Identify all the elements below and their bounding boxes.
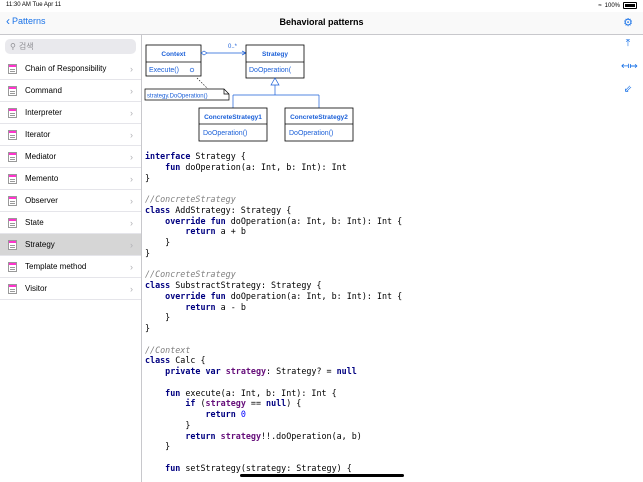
context-method: Execute()	[149, 67, 179, 74]
chevron-right-icon: ›	[130, 261, 133, 272]
sidebar-item-label: Interpreter	[25, 108, 62, 117]
right-toolbar: ⤒ ↤↦ ⇙	[621, 38, 638, 107]
uml-diagram: Context Execute() 0..* Strategy DoOperat…	[144, 44, 354, 142]
chevron-right-icon: ›	[130, 63, 133, 74]
chevron-right-icon: ›	[130, 283, 133, 294]
sidebar-item[interactable]: Command ›	[0, 80, 141, 102]
sidebar-item-label: Chain of Responsibility	[25, 64, 107, 73]
sidebar-item[interactable]: Template method ›	[0, 256, 141, 278]
navigation-bar: ‹ Patterns Behavioral patterns ⚙	[0, 12, 643, 35]
chevron-right-icon: ›	[130, 195, 133, 206]
chevron-left-icon: ‹	[6, 14, 10, 28]
search-input[interactable]: ⚲ 검색	[5, 39, 136, 54]
document-icon	[8, 217, 17, 228]
sidebar-item-label: Strategy	[25, 240, 55, 249]
wifi-icon: ≈	[598, 2, 602, 9]
battery-icon	[623, 2, 637, 9]
collapse-icon[interactable]: ↤↦	[621, 61, 638, 72]
cs2-name: ConcreteStrategy2	[290, 114, 348, 121]
multiplicity-label: 0..*	[228, 44, 238, 50]
document-icon	[8, 283, 17, 294]
share-icon[interactable]: ⤒	[625, 38, 631, 49]
aggregation-link: 0..*	[200, 44, 247, 56]
sidebar-item[interactable]: Chain of Responsibility ›	[0, 58, 141, 80]
document-icon	[8, 173, 17, 184]
document-icon	[8, 261, 17, 272]
gear-icon[interactable]: ⚙	[623, 17, 633, 29]
back-label: Patterns	[12, 16, 46, 26]
note-text: strategy.DoOperation()	[147, 94, 208, 100]
search-icon: ⚲	[10, 42, 16, 51]
cs1-name: ConcreteStrategy1	[204, 114, 262, 121]
sidebar-item-label: State	[25, 218, 44, 227]
cs1-method: DoOperation()	[203, 130, 247, 137]
sidebar-item[interactable]: Memento ›	[0, 168, 141, 190]
inheritance-lines	[232, 77, 320, 108]
pattern-list: Chain of Responsibility›Command›Interpre…	[0, 58, 141, 300]
back-button[interactable]: ‹ Patterns	[6, 14, 46, 28]
status-bar: 11:30 AM Tue Apr 11 ≈ 100%	[0, 0, 643, 12]
sidebar-item-label: Iterator	[25, 130, 51, 139]
pattern-detail: Context Execute() 0..* Strategy DoOperat…	[142, 35, 612, 475]
strategy-method: DoOperation(	[249, 67, 292, 74]
search-placeholder: 검색	[18, 42, 34, 51]
sidebar-item[interactable]: State ›	[0, 212, 141, 234]
note-box: strategy.DoOperation()	[144, 88, 230, 101]
sidebar-item[interactable]: Visitor ›	[0, 278, 141, 300]
document-icon	[8, 129, 17, 140]
chevron-right-icon: ›	[130, 107, 133, 118]
sidebar-item-label: Template method	[25, 262, 87, 271]
expand-icon[interactable]: ⇙	[623, 84, 633, 95]
strategy-name: Strategy	[262, 51, 288, 58]
chevron-right-icon: ›	[130, 239, 133, 250]
chevron-right-icon: ›	[130, 129, 133, 140]
sidebar-item-label: Mediator	[25, 152, 57, 161]
sidebar-item[interactable]: Mediator ›	[0, 146, 141, 168]
chevron-right-icon: ›	[130, 173, 133, 184]
home-indicator[interactable]	[240, 474, 404, 477]
chevron-right-icon: ›	[130, 151, 133, 162]
chevron-right-icon: ›	[130, 217, 133, 228]
document-icon	[8, 195, 17, 206]
strategy-box: Strategy DoOperation(	[245, 44, 305, 79]
battery-percent: 100%	[604, 2, 620, 9]
cs2-method: DoOperation()	[289, 130, 333, 137]
sidebar: ⚲ 검색 Chain of Responsibility›Command›Int…	[0, 35, 142, 482]
sidebar-item[interactable]: Iterator ›	[0, 124, 141, 146]
sidebar-item-label: Visitor	[25, 284, 48, 293]
sidebar-item[interactable]: Observer ›	[0, 190, 141, 212]
battery-status: ≈ 100%	[598, 2, 637, 9]
chevron-right-icon: ›	[130, 85, 133, 96]
document-icon	[8, 63, 17, 74]
sidebar-item[interactable]: Interpreter ›	[0, 102, 141, 124]
sidebar-item-label: Observer	[25, 196, 58, 205]
context-box: Context Execute()	[145, 44, 202, 77]
sidebar-item-label: Memento	[25, 174, 59, 183]
concrete-strategy-1-box: ConcreteStrategy1 DoOperation()	[198, 107, 268, 142]
document-icon	[8, 107, 17, 118]
code-listing: interface Strategy { fun doOperation(a: …	[145, 151, 403, 473]
status-time: 11:30 AM Tue Apr 11	[6, 2, 62, 8]
sidebar-item[interactable]: Strategy ›	[0, 234, 141, 256]
page-title: Behavioral patterns	[279, 17, 364, 27]
sidebar-item-label: Command	[25, 86, 62, 95]
document-icon	[8, 85, 17, 96]
document-icon	[8, 239, 17, 250]
document-icon	[8, 151, 17, 162]
concrete-strategy-2-box: ConcreteStrategy2 DoOperation()	[284, 107, 354, 142]
context-name: Context	[161, 51, 186, 58]
